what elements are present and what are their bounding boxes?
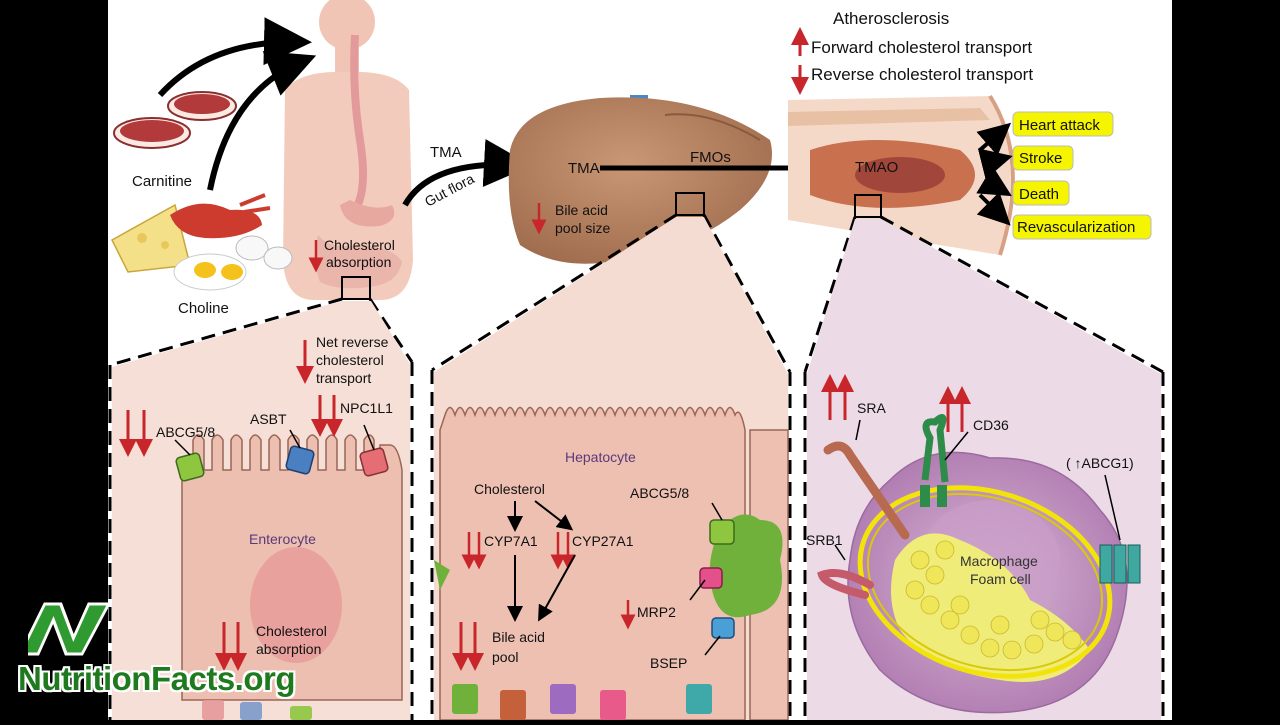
cd36-label: CD36 — [973, 417, 1009, 433]
abcg1-label: ( ↑ABCG1) — [1066, 455, 1134, 471]
food-to-mouth-arrow — [207, 51, 317, 191]
asbt-label: ASBT — [250, 411, 287, 427]
zoom-guide-lines — [108, 213, 1165, 720]
pathway-arrow — [538, 554, 576, 622]
cholesterol-absorption-top-label: Cholesterol absorption — [324, 237, 399, 270]
hepatocyte-label: Hepatocyte — [565, 449, 636, 465]
legend-title: Atherosclerosis — [833, 9, 949, 28]
gut-to-liver-arrow — [402, 139, 532, 207]
net-reverse-transport-label: Net reverse cholesterol transport — [316, 334, 392, 386]
outcome-box-death: Death — [1012, 180, 1070, 206]
svg-text:Death: Death — [1019, 186, 1059, 203]
gut-zoom-box — [341, 276, 371, 300]
outcome-box-revascularization: Revascularization — [1012, 214, 1152, 240]
abcg58-hepatocyte-label: ABCG5/8 — [630, 485, 689, 501]
choline-label: Choline — [178, 300, 229, 317]
hepatocyte-panel — [434, 217, 789, 721]
abcg1-transporter-icon — [1099, 544, 1141, 584]
outcome-box-heart-attack: Heart attack — [1012, 111, 1114, 137]
artery-zoom-box — [854, 194, 882, 218]
bsep-transporter-icon — [711, 617, 735, 639]
cyp7a1-label: CYP7A1 — [484, 533, 538, 549]
tmao-label: TMAO — [855, 159, 898, 176]
sra-label: SRA — [857, 400, 886, 416]
macrophage-panel — [807, 219, 1161, 720]
cholesterol-label: Cholesterol — [474, 481, 545, 497]
cyp27a1-label: CYP27A1 — [572, 533, 634, 549]
cholesterol-absorption-label: Cholesterol absorption — [256, 623, 331, 657]
macrophage-foam-cell-label: Macrophage Foam cell — [960, 553, 1042, 587]
srb1-receptor-icon — [817, 569, 874, 599]
sra-receptor-icon — [823, 441, 910, 540]
bile-acid-pool-size-label: Bile acid pool size — [555, 202, 612, 236]
mrp2-label: MRP2 — [637, 604, 676, 620]
fmos-label: FMOs — [690, 149, 731, 166]
svg-text:Revascularization: Revascularization — [1017, 219, 1135, 236]
legend-reverse: Reverse cholesterol transport — [811, 65, 1033, 84]
choline-foods-illustration — [111, 193, 293, 291]
svg-text:Stroke: Stroke — [1019, 150, 1062, 167]
artery-illustration — [788, 94, 1015, 256]
nutritionfacts-logo: NutritionFacts.org — [14, 598, 314, 710]
cd36-receptor-icon — [921, 414, 949, 483]
nutritionfacts-n-mark-icon — [28, 602, 112, 656]
tma-liver-label: TMA — [568, 160, 600, 177]
brand-name: NutritionFacts.org — [18, 660, 296, 697]
transporter-row-icon — [202, 700, 312, 720]
tma-arrow-label: TMA — [430, 144, 462, 161]
abcg58-enterocyte-label: ABCG5/8 — [156, 424, 215, 440]
legend-forward: Forward cholesterol transport — [811, 38, 1032, 57]
npc1l1-label: NPC1L1 — [340, 400, 393, 416]
abcg58-hepatocyte-transporter-icon — [709, 519, 735, 545]
food-to-mouth-arrow — [157, 17, 312, 98]
abcg58-transporter-icon — [175, 452, 205, 482]
carnitine-label: Carnitine — [132, 173, 192, 190]
mrp2-transporter-icon — [699, 567, 723, 589]
transporter-row-icon — [452, 684, 712, 720]
liver-zoom-box — [675, 192, 705, 216]
red-meat-illustration — [113, 91, 237, 149]
enterocyte-label: Enterocyte — [249, 531, 316, 547]
legend: Atherosclerosis Forward cholesterol tran… — [791, 9, 1033, 95]
pathway-arrow — [534, 500, 574, 531]
asbt-transporter-icon — [285, 445, 315, 475]
lipid-droplets — [905, 540, 1082, 660]
bile-acid-pool-label: Bile acid pool — [492, 629, 549, 665]
svg-text:Heart attack: Heart attack — [1019, 117, 1100, 134]
srb1-label: SRB1 — [806, 532, 843, 548]
outcome-arrows — [976, 122, 1013, 226]
outcome-box-stroke: Stroke — [1012, 145, 1074, 171]
bsep-label: BSEP — [650, 655, 687, 671]
npc1l1-transporter-icon — [359, 447, 389, 477]
